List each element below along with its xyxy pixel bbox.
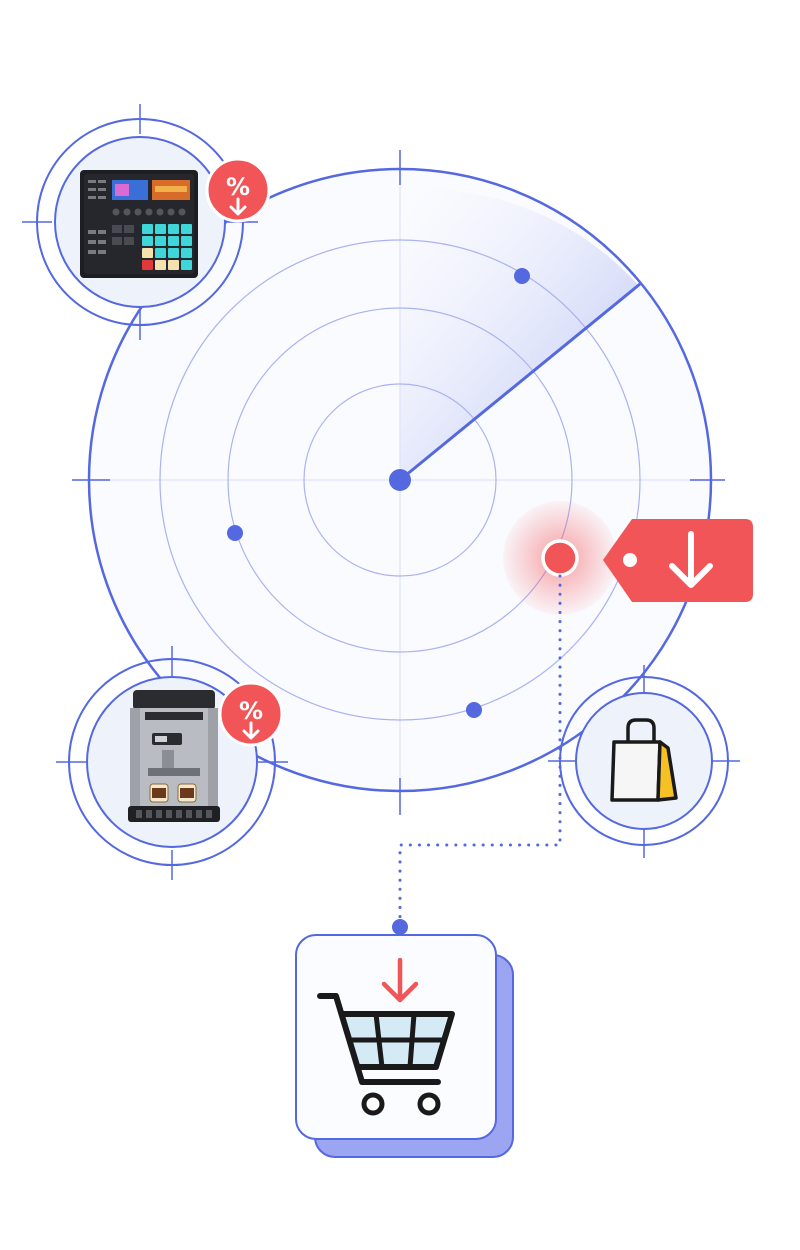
price-drop-alert — [392, 501, 753, 935]
drum-machine-icon — [80, 170, 198, 278]
radar-ring-inner — [303, 383, 497, 577]
arrow-down-icon — [229, 197, 247, 216]
alert-blip — [541, 539, 579, 577]
discount-badge-top: % — [205, 157, 271, 223]
tracked-product-left: % — [56, 646, 288, 880]
radar-boundary — [87, 167, 713, 793]
radar-ring-outer — [159, 239, 641, 721]
radar — [72, 150, 725, 815]
connector-end-dot — [392, 919, 408, 935]
tracked-product-right — [548, 665, 740, 858]
badge-percent-symbol: % — [226, 173, 250, 201]
shopping-bag-icon — [610, 718, 678, 802]
radar-center-dot — [389, 469, 411, 491]
coffee-machine-icon — [128, 690, 220, 822]
target-ring-outer — [559, 676, 729, 846]
price-drop-tag-icon — [603, 519, 753, 602]
radar-blip — [227, 525, 243, 541]
radar-sweep-line — [399, 282, 641, 482]
tracked-product-top: % — [22, 104, 271, 340]
cart-card — [295, 934, 514, 1158]
radar-ring-middle — [227, 307, 573, 653]
badge-percent-symbol: % — [239, 697, 263, 725]
shopping-cart-icon — [317, 993, 455, 1116]
arrow-down-icon — [381, 957, 419, 1003]
radar-sweep — [400, 189, 638, 481]
target-ring-outer — [68, 658, 276, 866]
discount-badge-left: % — [218, 681, 284, 747]
arrow-down-icon — [242, 721, 260, 740]
radar-blip — [514, 268, 530, 284]
radar-blip — [466, 702, 482, 718]
arrow-down-icon — [669, 531, 713, 588]
